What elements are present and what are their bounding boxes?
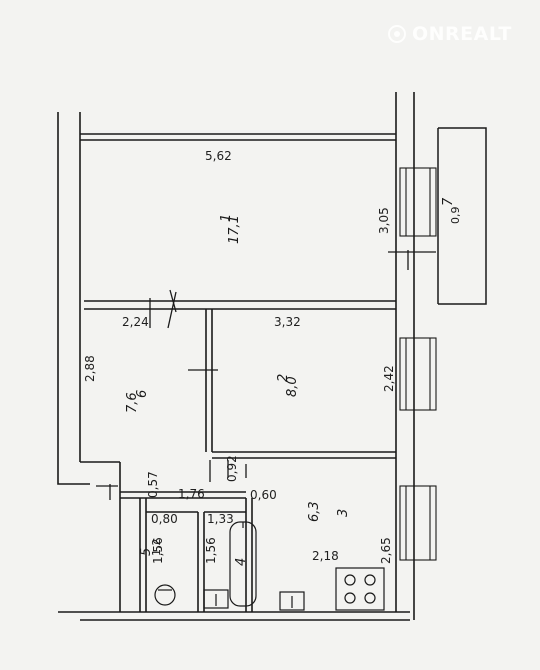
- room-6-height: 2,88: [83, 355, 97, 382]
- kitchen-height-label: 2,65: [379, 537, 393, 564]
- room-right-width: 3,32: [274, 315, 301, 329]
- balcony: [437, 127, 487, 305]
- watermark-text: ONREALT: [412, 23, 512, 45]
- small-gap-label: 0,60: [250, 488, 277, 502]
- fixtures: [154, 521, 385, 611]
- onrealt-watermark: ONREALT: [388, 18, 512, 50]
- room-4-number: 4: [234, 558, 249, 566]
- room-3-area: 6,3: [307, 501, 322, 522]
- room-6-area: 7,6: [125, 392, 140, 413]
- room-2-number: 2: [276, 374, 291, 382]
- windows: [399, 167, 437, 561]
- door-marks: [96, 250, 436, 500]
- room-5-area: 1,2: [150, 539, 163, 557]
- bath-height-label: 1,56: [204, 537, 218, 564]
- room-1-area: 17,1: [227, 215, 242, 244]
- bath-top-label: 1,76: [178, 487, 205, 501]
- toilet-width-label: 0,80: [151, 512, 178, 526]
- balcony-number: 7: [441, 197, 456, 206]
- room-left-width: 2,24: [122, 315, 149, 329]
- room-6-number: 6: [135, 390, 150, 398]
- balcony-side-label: 3,05: [377, 207, 391, 234]
- room-1-number: 1: [219, 214, 234, 222]
- bath-width-label: 1,33: [207, 512, 234, 526]
- room-2-height: 2,42: [382, 365, 396, 392]
- outer-walls: [57, 92, 415, 621]
- location-pin-icon: [388, 25, 406, 43]
- room-3-number: 3: [336, 509, 351, 517]
- labels: 5,62 3,05 7 0,9 1 17,1 2,24 3,32 2 8,0 6…: [83, 149, 462, 566]
- closet-width-label: 0,92: [225, 455, 239, 482]
- toilet-height-label: 1,56: [151, 537, 165, 564]
- top-width-label: 5,62: [205, 149, 232, 163]
- door-gap-label: 0,57: [146, 471, 160, 498]
- balcony-area: 0,9: [449, 207, 462, 225]
- room-2-area: 8,0: [285, 376, 300, 397]
- kitchen-width-label: 2,18: [312, 549, 339, 563]
- room-5-number: 5: [139, 548, 154, 556]
